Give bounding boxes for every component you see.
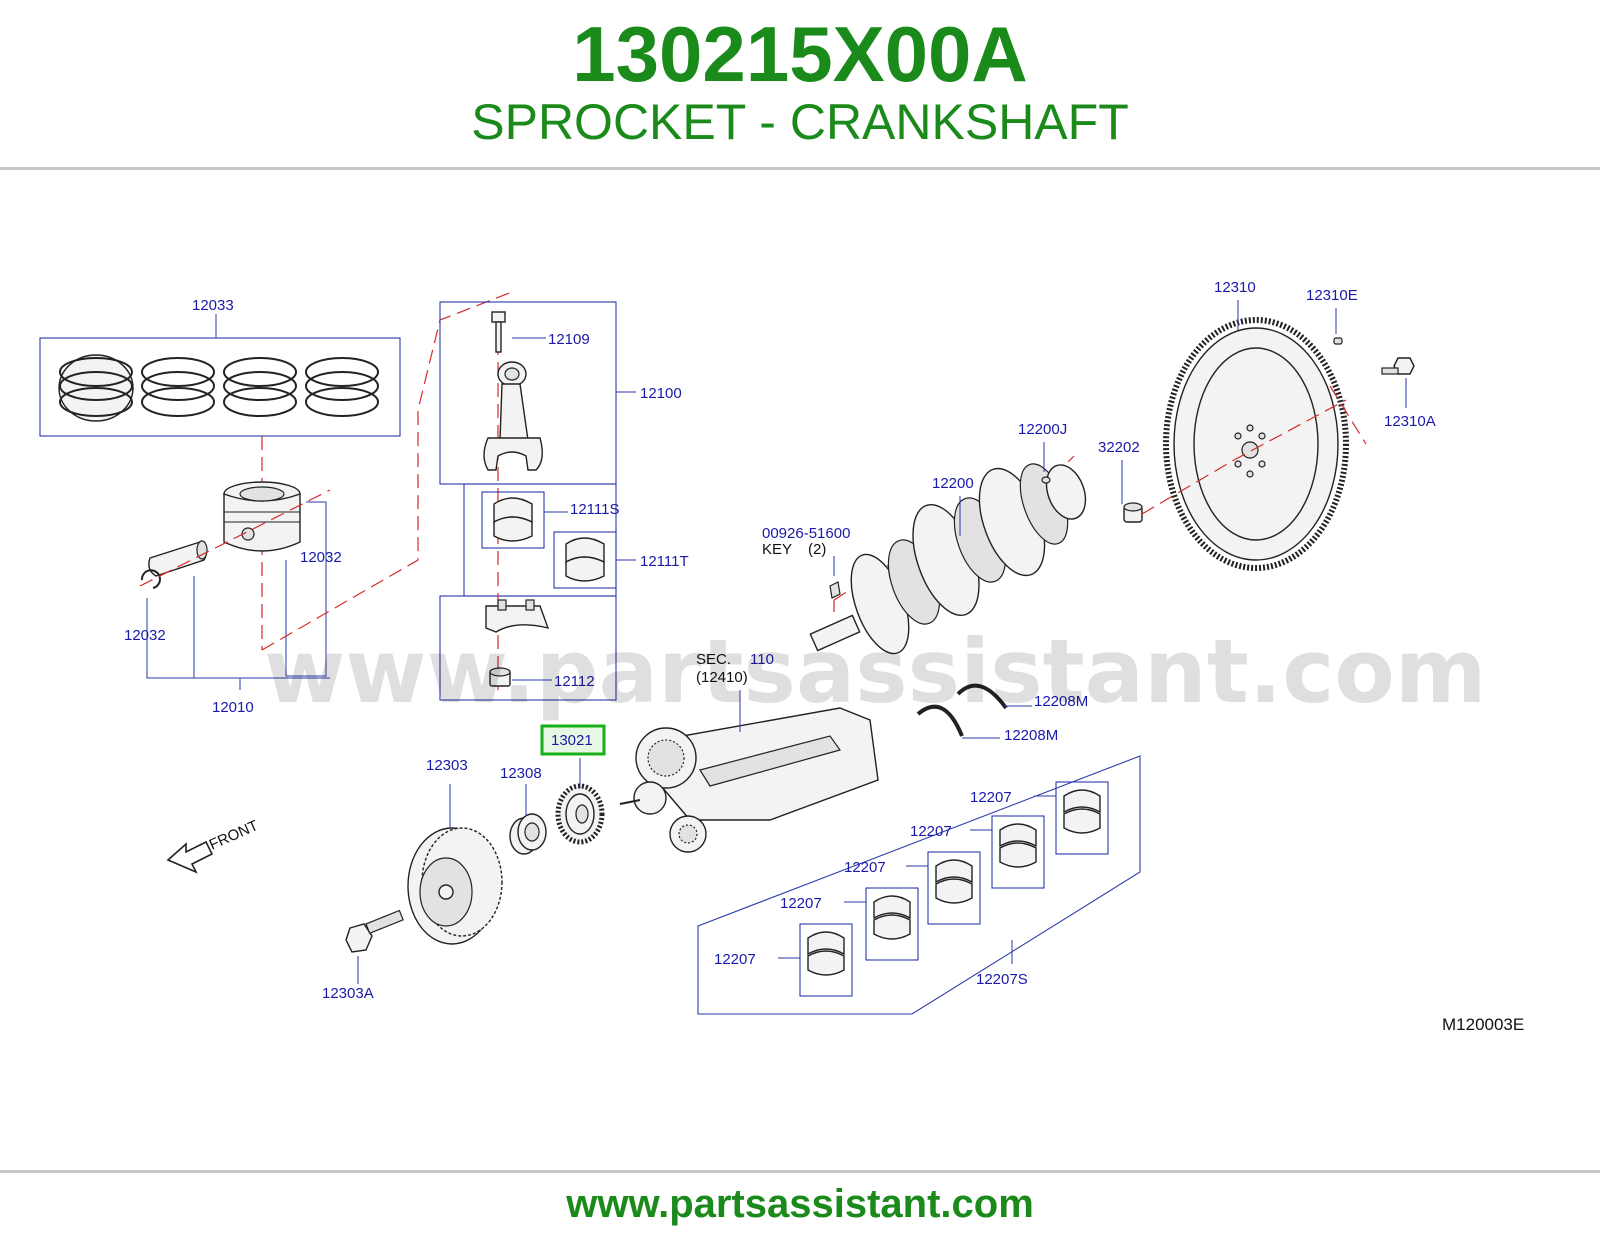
crankshaft-12200[interactable] — [809, 458, 1092, 661]
callout-12112[interactable]: 12112 — [554, 673, 595, 690]
flywheel-12310[interactable] — [1163, 317, 1349, 571]
rod-cap-box — [439, 595, 617, 701]
sec-label: SEC. — [696, 651, 731, 668]
balancer-oil-pump-assembly[interactable] — [619, 707, 879, 853]
callout-12207-5[interactable]: 12207 — [714, 951, 756, 968]
thrust-washer-lower[interactable] — [916, 704, 964, 737]
callout-12310A[interactable]: 12310A — [1384, 413, 1436, 430]
key-quantity: (2) — [808, 541, 826, 558]
connecting-rod-12100[interactable] — [483, 361, 543, 471]
rod-bearing-12111T[interactable] — [565, 537, 605, 582]
callout-13021[interactable]: 13021 — [551, 732, 593, 749]
callout-12100[interactable]: 12100 — [640, 385, 682, 402]
callout-12208M-lower[interactable]: 12208M — [1004, 727, 1058, 744]
part-name-subtitle: SPROCKET - CRANKSHAFT — [471, 94, 1129, 150]
rod-bolt-12109[interactable] — [491, 311, 506, 353]
highlighted-callout-box — [540, 724, 606, 756]
sec-110-link[interactable]: 110 — [750, 651, 774, 668]
page-header: 130215X00A SPROCKET - CRANKSHAFT — [0, 0, 1600, 168]
callout-12310E[interactable]: 12310E — [1306, 287, 1358, 304]
watermark: www.partsassistant.com — [264, 620, 1487, 723]
crankshaft-sprocket-13021[interactable] — [555, 783, 605, 845]
footer-divider — [0, 1170, 1600, 1173]
callout-12032-clip[interactable]: 12032 — [124, 627, 166, 644]
callout-12111S[interactable]: 12111S — [570, 501, 620, 518]
rod-nut-12112[interactable] — [489, 667, 511, 687]
rod-cap[interactable] — [485, 599, 550, 633]
rod-bearing-12111S[interactable] — [493, 497, 533, 542]
callout-32202[interactable]: 32202 — [1098, 439, 1140, 456]
thrust-washer-upper[interactable] — [956, 683, 1008, 710]
key-label: KEY — [762, 541, 792, 558]
main-bearing-3[interactable] — [935, 859, 973, 904]
flywheel-dowel-12310E[interactable] — [1333, 337, 1343, 345]
part-number-title: 130215X00A — [572, 10, 1028, 98]
crank-spacer-12308[interactable] — [509, 813, 547, 855]
main-bearing-5[interactable] — [807, 931, 845, 976]
callout-12207S[interactable]: 12207S — [976, 971, 1028, 988]
piston-assembly[interactable] — [139, 436, 331, 650]
callout-12308[interactable]: 12308 — [500, 765, 542, 782]
callout-12200J[interactable]: 12200J — [1018, 421, 1067, 438]
callout-12207-2[interactable]: 12207 — [910, 823, 952, 840]
parts-diagram: 12033 12032 12032 12010 12109 12100 — [39, 279, 1524, 1034]
callout-12208M-upper[interactable]: 12208M — [1034, 693, 1088, 710]
callout-12207-4[interactable]: 12207 — [780, 895, 822, 912]
crank-key[interactable] — [829, 581, 841, 599]
callout-12303[interactable]: 12303 — [426, 757, 468, 774]
callout-12303A[interactable]: 12303A — [322, 985, 374, 1002]
callout-12109[interactable]: 12109 — [548, 331, 590, 348]
callout-12010[interactable]: 12010 — [212, 699, 254, 716]
callout-00926-51600[interactable]: 00926-51600 — [762, 525, 850, 542]
callout-12200[interactable]: 12200 — [932, 475, 974, 492]
footer-url-link[interactable]: www.partsassistant.com — [566, 1182, 1034, 1226]
piston-ring-set[interactable] — [39, 314, 401, 437]
header-divider — [0, 167, 1600, 170]
flywheel-bolt-12310A[interactable] — [1381, 357, 1415, 375]
pulley-bolt-12303A[interactable] — [345, 909, 404, 953]
front-arrow-icon — [166, 840, 214, 874]
pilot-pin-12200J[interactable] — [1041, 476, 1051, 484]
callout-12310[interactable]: 12310 — [1214, 279, 1256, 296]
front-label: FRONT — [207, 817, 261, 854]
callout-12207-3[interactable]: 12207 — [844, 859, 886, 876]
diagram-code: M120003E — [1442, 1015, 1524, 1034]
callout-12111T[interactable]: 12111T — [640, 553, 689, 570]
main-bearing-4[interactable] — [873, 895, 911, 940]
main-bearing-set-box — [697, 755, 1141, 1015]
main-bearing-2[interactable] — [999, 823, 1037, 868]
callout-12033[interactable]: 12033 — [192, 297, 234, 314]
callout-12207-1[interactable]: 12207 — [970, 789, 1012, 806]
main-bearing-1[interactable] — [1063, 789, 1101, 834]
callout-12032-pin[interactable]: 12032 — [300, 549, 342, 566]
sec-reference: (12410) — [696, 669, 748, 686]
pilot-bushing-32202[interactable] — [1123, 502, 1143, 523]
crank-pulley-12303[interactable] — [407, 827, 503, 945]
